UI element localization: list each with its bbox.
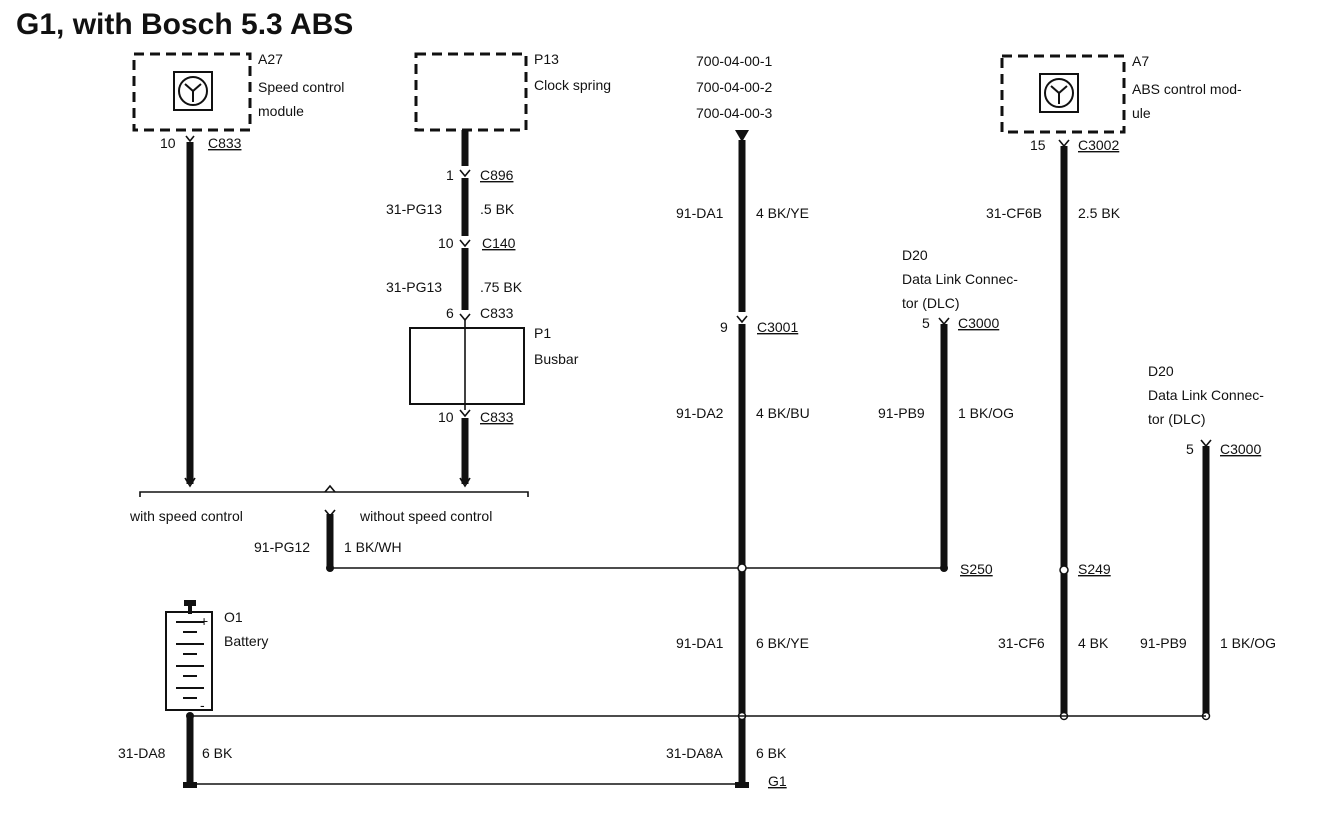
d20b-name: Data Link Connec- (1148, 387, 1264, 403)
da1a-spec: 4 BK/YE (756, 205, 809, 221)
d20b-name-2: tor (DLC) (1148, 411, 1206, 427)
option-bracket-notch (324, 484, 336, 493)
ref-1: 700-04-00-1 (696, 53, 772, 69)
pb9b-circuit: 91-PB9 (1140, 635, 1187, 651)
da8a-spec: 6 BK (756, 745, 787, 761)
diagram-title: G1, with Bosch 5.3 ABS (16, 8, 353, 41)
p13-name: Clock spring (534, 77, 611, 93)
pg13a-spec: .5 BK (480, 201, 515, 217)
a27-module-icon (173, 71, 213, 111)
c140-symbol (459, 239, 471, 248)
c896-pin: 1 (446, 167, 454, 183)
p1-bot-symbol (459, 409, 471, 418)
cf6b-circuit: 31-CF6B (986, 205, 1042, 221)
battery-negative: - (200, 697, 205, 713)
d20b-id: D20 (1148, 363, 1174, 379)
a7-name: ABS control mod- (1132, 81, 1242, 97)
c3001-pin: 9 (720, 319, 728, 335)
p13-id: P13 (534, 51, 559, 67)
p1-top-connector: C833 (480, 305, 514, 321)
da2-circuit: 91-DA2 (676, 405, 724, 421)
cf6-circuit: 31-CF6 (998, 635, 1045, 651)
da1b-circuit: 91-DA1 (676, 635, 724, 651)
a27-name: Speed control (258, 79, 344, 95)
without-speed-control-label: without speed control (359, 508, 492, 524)
p1-id: P1 (534, 325, 551, 341)
c3002-connector: C3002 (1078, 137, 1119, 153)
a7-pin: 15 (1030, 137, 1046, 153)
c3001-connector: C3001 (757, 319, 798, 335)
da8-ground-symbol (183, 782, 197, 788)
p1-top-symbol (459, 313, 471, 322)
battery-symbol (165, 600, 213, 711)
c3002-symbol (1058, 139, 1070, 148)
a7-module-icon (1039, 73, 1079, 113)
a27-id: A27 (258, 51, 283, 67)
s249-label: S249 (1078, 561, 1111, 577)
d20b-pin: 5 (1186, 441, 1194, 457)
da1a-circuit: 91-DA1 (676, 205, 724, 221)
da8-spec: 6 BK (202, 745, 233, 761)
a27-name-2: module (258, 103, 304, 119)
pb9a-spec: 1 BK/OG (958, 405, 1014, 421)
ref-2: 700-04-00-2 (696, 79, 772, 95)
da1b-spec: 6 BK/YE (756, 635, 809, 651)
d20b-connector: C3000 (1220, 441, 1261, 457)
a7-module-box (1000, 54, 1126, 134)
a27-pin: 10 (160, 135, 176, 151)
d20a-symbol (938, 317, 950, 326)
pg12-spec: 1 BK/WH (344, 539, 402, 555)
da8-circuit: 31-DA8 (118, 745, 166, 761)
c3001-symbol (736, 315, 748, 324)
s250-label: S250 (960, 561, 993, 577)
a27-module-box (132, 52, 252, 132)
g1-label: G1 (768, 773, 787, 789)
option-bracket (139, 491, 529, 497)
s249-splice-dot (1059, 565, 1069, 575)
o1-name: Battery (224, 633, 268, 649)
p1-bot-connector: C833 (480, 409, 514, 425)
pg13b-spec: .75 BK (480, 279, 523, 295)
p1-bot-pin: 10 (438, 409, 454, 425)
g1-ground-symbol (735, 782, 749, 788)
p13-module-box (414, 52, 528, 132)
pb9b-spec: 1 BK/OG (1220, 635, 1276, 651)
a7-id: A7 (1132, 53, 1149, 69)
pg13a-circuit: 31-PG13 (386, 201, 442, 217)
c896-symbol (459, 169, 471, 178)
d20a-connector: C3000 (958, 315, 999, 331)
da2-spec: 4 BK/BU (756, 405, 810, 421)
a7-name-2: ule (1132, 105, 1151, 121)
ref-3: 700-04-00-3 (696, 105, 772, 121)
da-junction (737, 563, 747, 573)
cf6b-spec: 2.5 BK (1078, 205, 1121, 221)
cf6-spec: 4 BK (1078, 635, 1109, 651)
ref-arrow (735, 130, 749, 142)
c140-connector: C140 (482, 235, 516, 251)
d20a-pin: 5 (922, 315, 930, 331)
pg13b-circuit: 31-PG13 (386, 279, 442, 295)
s250-splice-dot (940, 564, 948, 572)
a27-connector: C833 (208, 135, 242, 151)
d20a-name: Data Link Connec- (902, 271, 1018, 287)
with-speed-control-label: with speed control (129, 508, 243, 524)
p1-name: Busbar (534, 351, 579, 367)
o1-id: O1 (224, 609, 243, 625)
p1-top-pin: 6 (446, 305, 454, 321)
da8a-circuit: 31-DA8A (666, 745, 723, 761)
d20a-name-2: tor (DLC) (902, 295, 960, 311)
a27-connector-symbol (185, 135, 195, 143)
d20a-id: D20 (902, 247, 928, 263)
p1-busbar-box (409, 327, 525, 405)
pb9a-circuit: 91-PB9 (878, 405, 925, 421)
battery-positive: + (200, 613, 208, 629)
p1-wire-end (459, 477, 471, 488)
d20b-symbol (1200, 439, 1212, 448)
a27-wire-end (184, 477, 196, 488)
c896-connector: C896 (480, 167, 514, 183)
c140-pin: 10 (438, 235, 454, 251)
pg12-circuit: 91-PG12 (254, 539, 310, 555)
